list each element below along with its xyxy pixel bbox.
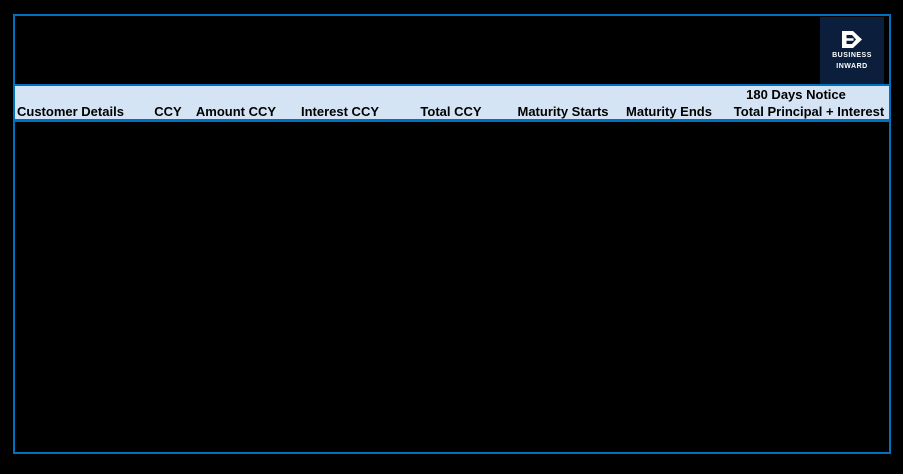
report-banner: BUSINESS INWARD bbox=[15, 16, 889, 84]
column-header-maturity-starts[interactable]: Maturity Starts bbox=[517, 104, 609, 119]
column-header-total-principal-interest[interactable]: Total Principal + Interest bbox=[733, 104, 885, 119]
column-header-amount-ccy[interactable]: Amount CCY bbox=[195, 104, 277, 119]
brand-name-line-2: INWARD bbox=[836, 63, 868, 70]
brand-name-line-1: BUSINESS bbox=[832, 52, 872, 59]
table-header-band: 180 Days Notice Customer Details CCY Amo… bbox=[15, 84, 889, 122]
column-header-ccy[interactable]: CCY bbox=[154, 104, 182, 119]
brand-logo: BUSINESS INWARD bbox=[820, 17, 884, 84]
column-header-customer-details[interactable]: Customer Details bbox=[17, 104, 124, 119]
table-body bbox=[15, 122, 889, 452]
column-header-interest-ccy[interactable]: Interest CCY bbox=[300, 104, 380, 119]
column-header-maturity-ends[interactable]: Maturity Ends bbox=[626, 104, 712, 119]
report-panel: BUSINESS INWARD 180 Days Notice Customer… bbox=[13, 14, 891, 454]
column-header-total-ccy[interactable]: Total CCY bbox=[420, 104, 482, 119]
section-title-row: 180 Days Notice bbox=[15, 86, 889, 103]
d-play-mark-icon bbox=[842, 31, 862, 48]
section-title: 180 Days Notice bbox=[746, 87, 846, 102]
table-column-header-row: Customer Details CCY Amount CCY Interest… bbox=[15, 102, 889, 119]
